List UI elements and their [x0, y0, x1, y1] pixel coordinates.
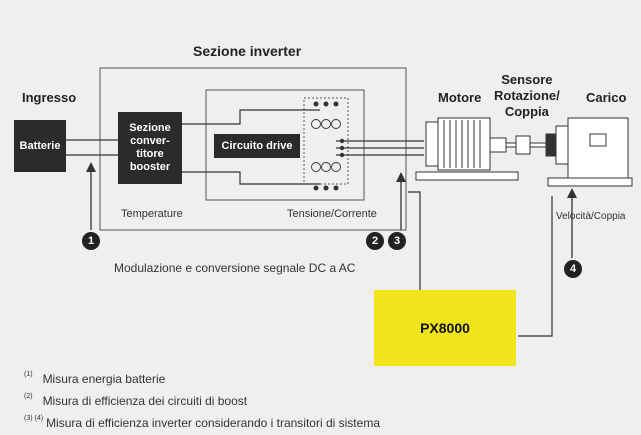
- drive-label: Circuito drive: [221, 140, 293, 152]
- note-ref: (3) (4): [24, 415, 44, 422]
- input-label: Ingresso: [22, 90, 77, 105]
- inverter-section-frame: [99, 67, 407, 231]
- bridge-nodes: [313, 101, 345, 191]
- note-1: (1) Misura energia batterie: [24, 371, 166, 386]
- px8000-label: PX8000: [420, 320, 470, 336]
- booster-label: Sezione conver- titore booster: [129, 122, 171, 173]
- note-ref: (1): [24, 371, 33, 378]
- note-ref: (2): [24, 393, 33, 400]
- modulation-label: Modulazione e conversione segnale DC a A…: [114, 261, 356, 275]
- badge-1: 1: [82, 232, 100, 250]
- motor-icon: [415, 117, 519, 181]
- booster-converter-box: Sezione conver- titore booster: [118, 112, 182, 184]
- badge-4: 4: [564, 260, 582, 278]
- transistor-icons: [311, 119, 341, 172]
- bridge-dotted-frame: [303, 97, 349, 185]
- badge-2: 2: [366, 232, 384, 250]
- voltage-current-label: Tensione/Corrente: [287, 208, 377, 220]
- inverter-section-title: Sezione inverter: [193, 43, 302, 59]
- note-3: (3) (4)Misura di efficienza inverter con…: [24, 415, 380, 430]
- batteries-label: Batterie: [19, 140, 61, 152]
- inner-circuit-frame: [205, 89, 365, 201]
- speed-torque-label: Velocità/Coppia: [556, 211, 626, 222]
- px8000-box: PX8000: [374, 290, 516, 366]
- drive-circuit-box: Circuito drive: [214, 134, 300, 158]
- note-2: (2) Misura di efficienza dei circuiti di …: [24, 393, 248, 408]
- note-text: Misura di efficienza inverter consideran…: [46, 416, 380, 430]
- note-text: Misura di efficienza dei circuiti di boo…: [42, 394, 248, 408]
- temperature-label: Temperature: [121, 208, 183, 220]
- badge-3: 3: [388, 232, 406, 250]
- torque-sensor-icon: [505, 135, 547, 155]
- load-icon: [545, 117, 633, 187]
- load-label: Carico: [586, 90, 627, 105]
- motor-label: Motore: [438, 90, 482, 105]
- batteries-box: Batterie: [14, 120, 66, 172]
- sensor-label: Sensore Rotazione/ Coppia: [494, 72, 560, 119]
- note-text: Misura energia batterie: [42, 372, 166, 386]
